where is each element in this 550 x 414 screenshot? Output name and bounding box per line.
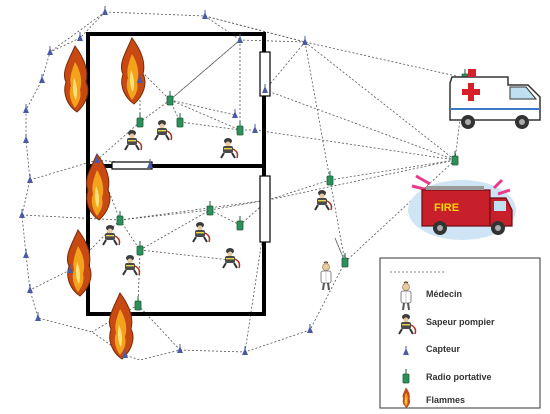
legend-label-capteur: Capteur: [426, 344, 461, 354]
legend-label-flammes: Flammes: [426, 395, 465, 405]
firefighter-icon: [102, 224, 121, 246]
sensor-icon: [22, 133, 30, 144]
sensor-icon: [306, 323, 314, 334]
door-upper: [259, 51, 271, 97]
legend: Médecin Sapeur pompier Capteur Radio por…: [379, 257, 541, 409]
building-floor-plan: [86, 32, 271, 316]
firefighter-icon: [222, 247, 241, 269]
sensor-icon: [301, 35, 309, 46]
flame-icon: [108, 292, 134, 360]
sensor-icon: [201, 9, 209, 20]
legend-box: [379, 257, 541, 409]
firefighter-icon: [314, 189, 333, 211]
legend-label-sapeur: Sapeur pompier: [426, 317, 495, 327]
sensor-icon: [22, 103, 30, 114]
doctor-icon: [320, 261, 332, 291]
sensor-icon: [34, 311, 42, 322]
flames-group: [63, 37, 146, 360]
firefighter-icon: [154, 119, 173, 141]
sensor-icon: [18, 208, 26, 219]
sensor-icon: [101, 5, 109, 16]
building-outer-wall: [86, 32, 266, 316]
fire-truck-icon: FIRE: [408, 174, 516, 240]
portable-radio-icon: [176, 112, 184, 128]
sensor-icon: [231, 108, 239, 119]
portable-radio-icon: [206, 200, 214, 216]
sensor-icon: [241, 345, 249, 356]
portable-radio-icon: [136, 112, 144, 128]
door-lower: [259, 175, 271, 243]
portable-radio-icon: [341, 252, 349, 268]
portable-radio-icon: [451, 150, 459, 166]
legend-label-radio: Radio portative: [426, 372, 492, 382]
sensor-icon: [176, 343, 184, 354]
portable-radio-icon: [116, 210, 124, 226]
firefighter-icon: [220, 137, 239, 159]
portable-radio-icon: [134, 295, 142, 311]
portable-radio-icon: [136, 240, 144, 256]
portable-radio-icon: [326, 170, 334, 186]
legend-label-medecin: Médecin: [426, 289, 462, 299]
firefighter-icon: [192, 221, 211, 243]
ambulance-icon: [449, 69, 541, 129]
sensor-icon: [22, 248, 30, 259]
firefighter-icon: [122, 254, 141, 276]
portable-radio-icon: [236, 215, 244, 231]
sensor-icon: [76, 31, 84, 42]
sensor-icon: [26, 173, 34, 184]
sensor-icon: [26, 283, 34, 294]
portable-radio-icon: [236, 120, 244, 136]
flame-icon: [120, 37, 146, 105]
portable-radio-icon: [166, 90, 174, 106]
door-interior: [111, 161, 153, 170]
flame-icon: [63, 45, 89, 113]
fire-truck-label: FIRE: [434, 202, 459, 214]
sensor-icon: [251, 123, 259, 134]
sensor-icon: [38, 73, 46, 84]
